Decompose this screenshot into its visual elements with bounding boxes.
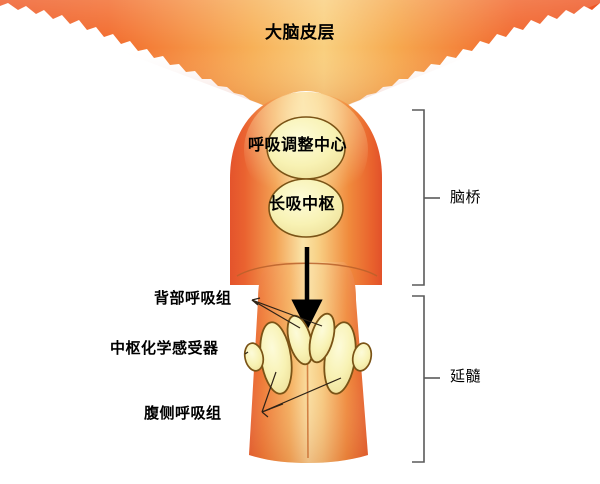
leader-lines (244, 299, 342, 413)
central-chemoreceptor-right-oval (351, 342, 373, 372)
cerebral-cortex-shape (0, 0, 600, 106)
leader-line-drg-b (251, 299, 323, 327)
label-medulla: 延髓 (450, 368, 482, 385)
label-pons: 脑桥 (450, 189, 482, 206)
label-central-chemoreceptor: 中枢化学感受器 (110, 340, 219, 357)
leader-line-vrg-a (261, 371, 277, 413)
leader-line-chemoreceptor (244, 351, 249, 355)
leader-arrowheads (251, 297, 271, 418)
leader-line-vrg-b (261, 377, 342, 413)
medulla-nuclei (243, 312, 373, 395)
label-apneustic-center: 长吸中枢 (269, 196, 336, 213)
region-brackets (412, 109, 440, 463)
label-cerebral-cortex: 大脑皮层 (265, 23, 335, 42)
leader-line-drg-a (251, 299, 301, 329)
dorsal-respiratory-group-right-oval (308, 312, 336, 364)
apneustic-center-oval (268, 178, 344, 238)
cerebral-cortex (0, 0, 600, 106)
bracket-pons (412, 109, 425, 286)
label-dorsal-respiratory-group: 背部呼吸组 (154, 290, 232, 307)
bracket-medulla (412, 295, 425, 463)
label-ventral-respiratory-group: 腹侧呼吸组 (144, 405, 222, 422)
pons-nuclei (266, 116, 346, 238)
central-chemoreceptor-left-oval (243, 342, 265, 372)
label-pneumotaxic-center: 呼吸调整中心 (248, 137, 348, 154)
